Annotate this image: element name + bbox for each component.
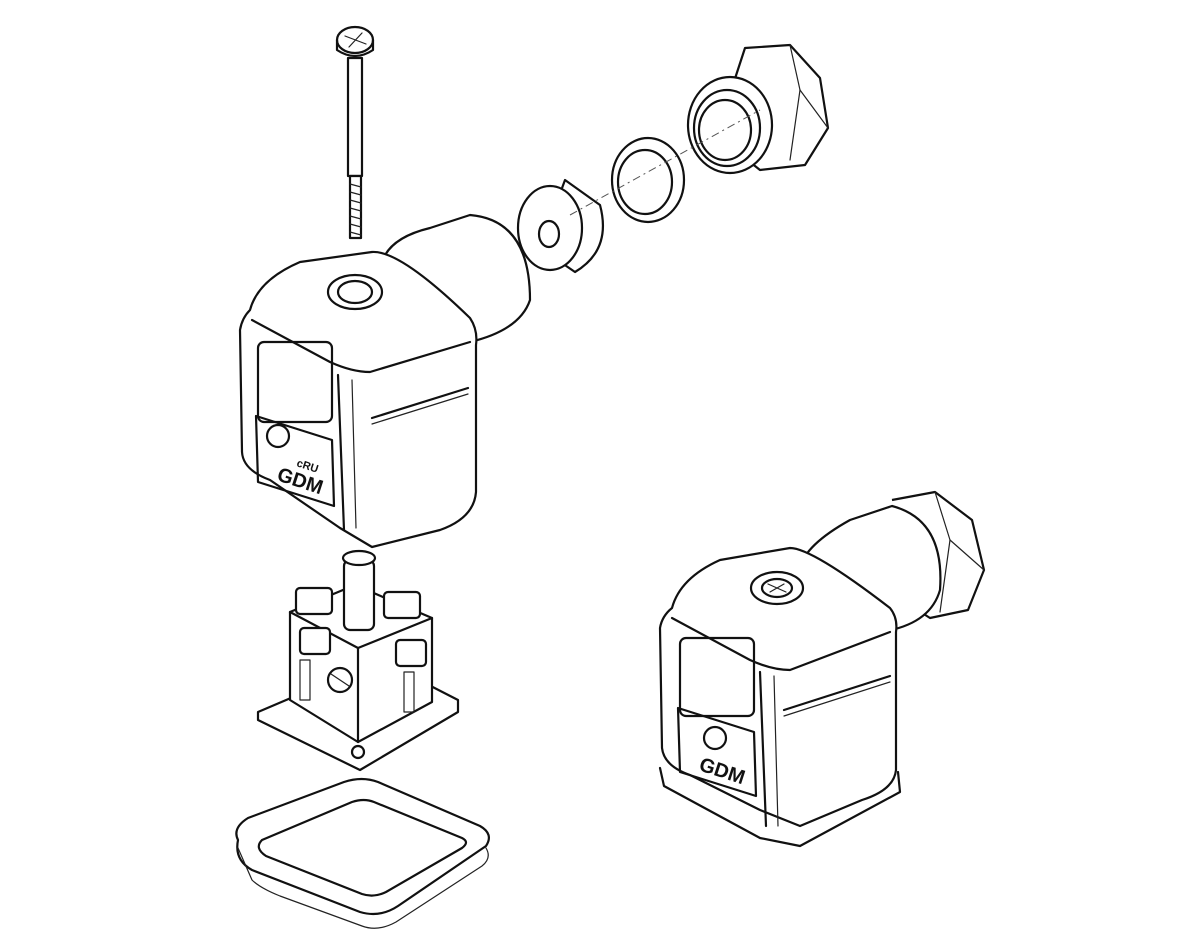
terminal-insert — [256, 549, 460, 772]
rubber-seal — [516, 178, 604, 274]
assembly-axis-line — [569, 109, 761, 216]
cable-gland-nut — [686, 43, 830, 175]
flat-washer — [610, 136, 686, 224]
connector-housing-exploded: cRU GDM — [238, 213, 532, 549]
connector-assembled: GDM — [658, 490, 986, 848]
fixing-screw — [335, 25, 375, 240]
flat-gasket — [235, 777, 491, 929]
